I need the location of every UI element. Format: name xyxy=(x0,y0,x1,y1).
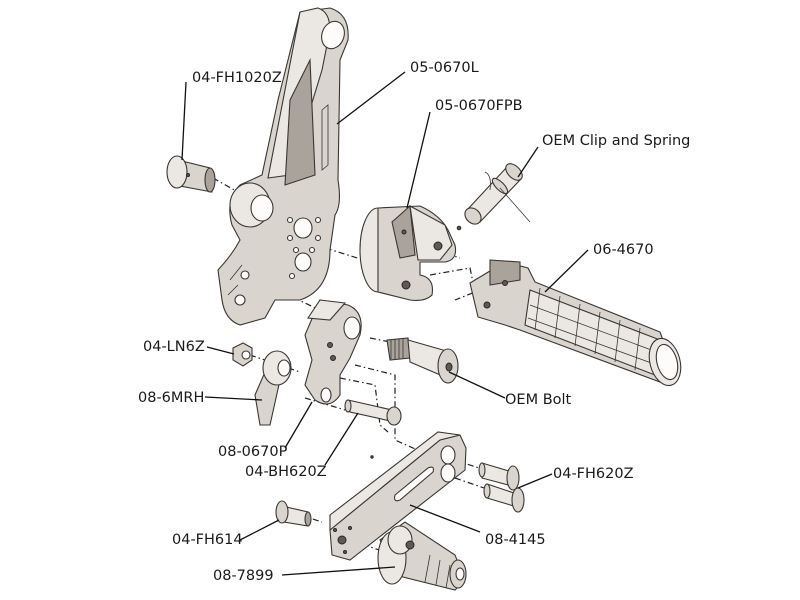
leader-fh620z xyxy=(517,473,553,489)
part-oem-bolt[interactable] xyxy=(386,337,459,384)
part-pivot-0670p[interactable] xyxy=(304,299,362,405)
leader-oem-bolt xyxy=(448,371,506,399)
label-ln6z: 04-LN6Z xyxy=(143,339,205,355)
part-nut-ln6z[interactable] xyxy=(232,342,253,367)
label-0670fpb: 05-0670FPB xyxy=(435,98,523,114)
part-peg-bracket-0670fpb[interactable] xyxy=(359,204,457,301)
leader-0670p xyxy=(284,401,313,449)
part-oem-clip-spring[interactable] xyxy=(456,161,531,231)
part-labels: 04-FH1020Z 05-0670L 05-0670FPB OEM Clip … xyxy=(138,60,690,584)
part-bracket-0670l[interactable] xyxy=(217,7,349,326)
leader-ln6z xyxy=(206,346,235,355)
leader-bh620z xyxy=(324,412,359,466)
leader-fh614 xyxy=(239,519,280,541)
label-087899: 08-7899 xyxy=(213,568,274,584)
leader-0670l xyxy=(336,71,406,125)
part-peg-064670[interactable] xyxy=(469,259,686,389)
part-bolt-fh614[interactable] xyxy=(275,500,312,527)
label-oem-clip-spring: OEM Clip and Spring xyxy=(542,133,690,149)
part-bolts-fh620z[interactable] xyxy=(478,462,525,513)
leader-oem-clip xyxy=(517,146,539,178)
axis-line xyxy=(299,239,371,263)
part-rod-end-6mrh[interactable] xyxy=(254,350,292,426)
peg-grip-rings xyxy=(527,287,666,371)
label-6mrh: 08-6MRH xyxy=(138,390,204,406)
axis-line xyxy=(339,377,389,433)
label-fh620z: 04-FH620Z xyxy=(553,466,634,482)
leader-064670 xyxy=(544,249,589,293)
label-oem-bolt: OEM Bolt xyxy=(505,392,572,408)
leader-fh1020z xyxy=(181,81,187,161)
label-0670l: 05-0670L xyxy=(410,60,479,76)
leader-087899 xyxy=(281,566,396,576)
label-bh620z: 04-BH620Z xyxy=(245,464,327,480)
part-lever-084145[interactable] xyxy=(329,431,467,561)
label-0670p: 08-0670P xyxy=(218,444,288,460)
leader-6mrh xyxy=(204,396,263,401)
axis-line xyxy=(429,267,476,301)
label-064670: 06-4670 xyxy=(593,242,654,258)
leader-084145 xyxy=(409,504,481,533)
label-084145: 08-4145 xyxy=(485,532,546,548)
part-bolt-fh1020z[interactable] xyxy=(166,155,216,193)
leader-0670fpb xyxy=(406,111,431,209)
part-toe-peg-087899[interactable] xyxy=(377,521,467,591)
label-fh614: 04-FH614 xyxy=(172,532,243,548)
label-fh1020z: 04-FH1020Z xyxy=(192,70,282,86)
axis-line xyxy=(249,354,301,373)
part-bolt-bh620z[interactable] xyxy=(344,399,402,426)
leader-lines xyxy=(181,71,589,576)
